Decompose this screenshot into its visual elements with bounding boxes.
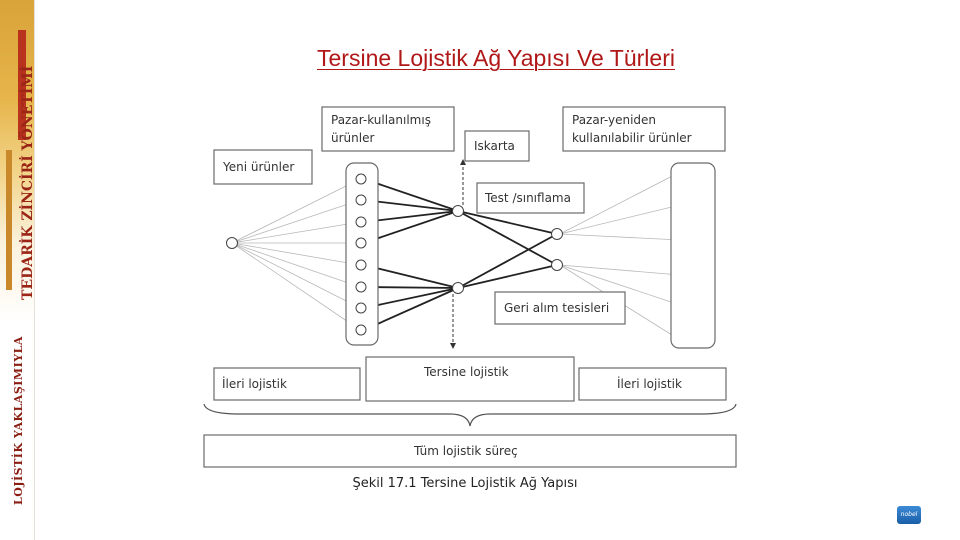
market-column (671, 163, 715, 348)
box-label: Tüm lojistik süreç (413, 444, 518, 458)
box-geri-alim: Geri alım tesisleri (495, 292, 625, 324)
box-label: Tersine lojistik (423, 365, 509, 379)
box-ileri-lojistik-right: İleri lojistik (579, 368, 726, 400)
box-pazar-yeniden: Pazar-yeniden kullanılabilir ürünler (563, 107, 725, 151)
box-ileri-lojistik-left: İleri lojistik (214, 368, 360, 400)
box-label: Geri alım tesisleri (504, 301, 609, 315)
box-tersine-lojistik: Tersine lojistik (366, 357, 574, 401)
collection-column (346, 163, 378, 345)
box-label: kullanılabilir ürünler (572, 131, 692, 145)
box-test-siniflama: Test /sınıflama (477, 183, 584, 213)
box-label: Yeni ürünler (222, 160, 294, 174)
box-label: İleri lojistik (222, 376, 287, 391)
publisher-logo: nobel (897, 506, 921, 524)
source-node (227, 238, 238, 249)
curly-brace (204, 404, 736, 426)
box-label: Pazar-kullanılmış (331, 113, 431, 127)
distribution-node (552, 229, 563, 240)
box-label: Test /sınıflama (484, 191, 571, 205)
box-yeni-urunler: Yeni ürünler (214, 150, 312, 184)
box-pazar-kullanilmis: Pazar-kullanılmış ürünler (322, 107, 454, 151)
box-tum-lojistik: Tüm lojistik süreç (204, 435, 736, 467)
hub-node-return (453, 283, 464, 294)
box-label: Iskarta (474, 139, 515, 153)
distribution-node (552, 260, 563, 271)
box-label: ürünler (331, 131, 374, 145)
box-label: Pazar-yeniden (572, 113, 656, 127)
left-fan-lines (232, 179, 360, 330)
box-iskarta: Iskarta (465, 131, 529, 161)
box-label: İleri lojistik (617, 376, 682, 391)
hub-node-test (453, 206, 464, 217)
figure-caption: Şekil 17.1 Tersine Lojistik Ağ Yapısı (0, 476, 930, 491)
